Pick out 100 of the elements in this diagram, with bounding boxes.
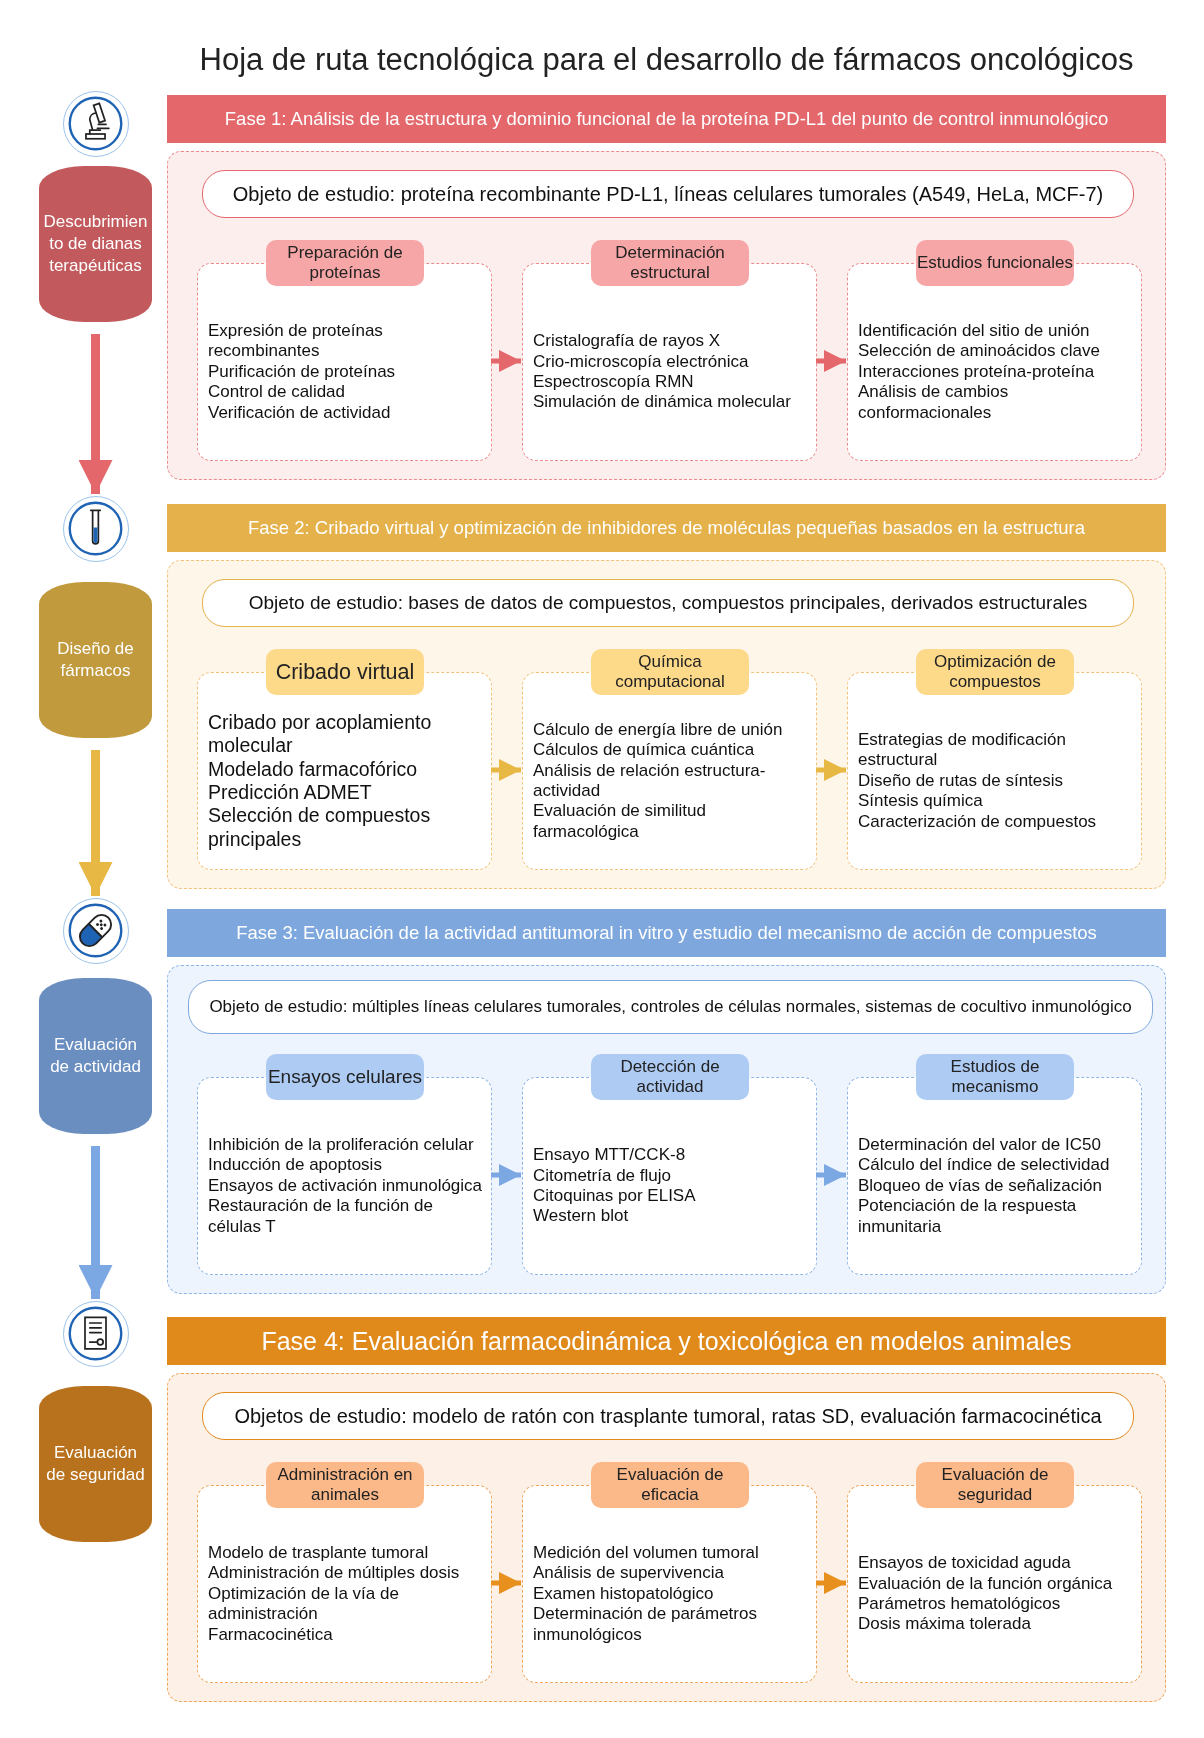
step-item: Interacciones proteína-proteína [858,361,1096,383]
stage-label: Evaluación de actividad [49,1033,142,1078]
step-item: Dosis máxima tolerada [858,1614,1032,1635]
objective-text: Objeto de estudio: múltiples líneas celulares tumorales, controles de células normales, sistemas de cocultivo inmunológico [209,996,1132,1018]
step-tag: Evaluación de seguridad [916,1462,1074,1508]
step-item: Evaluación de la función orgánica [858,1573,1114,1594]
objective-pill [202,579,1134,627]
arrow [78,1146,113,1299]
arrow [491,759,521,781]
step-item: Cristalografía de rayos X [533,331,722,352]
stage-cylinder [39,978,152,1134]
phase-header-bar [167,1317,1166,1365]
step-item: Western blot [533,1206,630,1227]
step-item: Cribado por acoplamiento molecular [208,710,433,758]
step-item: Síntesis química [858,791,984,812]
step-item: Simulación de dinámica molecular [533,392,792,413]
step-item: Selección de compuestos principales [208,804,432,852]
step-item: Inducción de apoptosis [208,1155,383,1176]
stage-label: Diseño de fármacos [56,637,135,682]
phase-title: Fase 4: Evaluación farmacodinámica y toxicológica en modelos animales [261,1326,1072,1356]
step-item: Predicción ADMET [208,781,373,805]
step-item: Citoquinas por ELISA [533,1186,697,1207]
objective-pill [202,1392,1134,1440]
diagram-title: Hoja de ruta tecnológica para el desarrollo de fármacos oncológicos [198,42,1135,78]
step-item: Cálculo de energía libre de unión [533,719,784,741]
phase-panel [167,1373,1166,1702]
phase-title: Fase 3: Evaluación de la actividad antitumoral in vitro y estudio del mecanismo de acción de compuestos [236,922,1097,944]
step-item: Análisis de cambios conformacionales [858,382,1010,423]
step-item: Crio-microscopía electrónica [533,351,750,372]
arrow [491,1572,521,1594]
step-item: Cálculos de química cuántica [533,740,756,761]
phase-panel [167,560,1166,889]
step-item: Caracterización de compuestos [858,811,1098,832]
phase-title: Fase 1: Análisis de la estructura y dominio funcional de la proteína PD-L1 del punto de control inmunológico [224,108,1109,130]
step-item: Análisis de relación estructura-actividad [533,760,767,802]
step-item: Purificación de proteínas [208,361,397,383]
step-item: Restauración de la función de células T [208,1196,434,1237]
step-tag: Estudios de mecanismo [916,1054,1074,1100]
step-tag: Cribado virtual [266,649,424,695]
step-item: Selección de aminoácidos clave [858,341,1101,362]
step-item: Examen histopatológico [533,1583,715,1605]
step-item: Modelo de trasplante tumoral [208,1543,430,1564]
objective-pill [188,980,1153,1034]
step-tag: Química computacional [591,649,749,695]
step-item: Ensayos de activación inmunológica [208,1175,483,1197]
stage-cylinder [39,1386,152,1542]
step-item: Estrategias de modificación estructural [858,730,1067,771]
phase-header-bar [167,95,1166,143]
stage-label: Descubrimiento de dianas terapéuticas [42,210,149,278]
step-tag: Determinación estructural [591,240,749,286]
objective-text: Objeto de estudio: proteína recombinante PD-L1, líneas celulares tumorales (A549, HeLa, MCF-7) [232,182,1104,206]
step-item: Farmacocinética [208,1624,334,1645]
phase-title: Fase 2: Cribado virtual y optimización de inhibidores de moléculas pequeñas basados en la estructura [247,517,1086,539]
arrow [78,750,113,896]
step-tag: Evaluación de eficacia [591,1462,749,1508]
step-item: Medición del volumen tumoral [533,1543,760,1564]
step-item: Potenciación de la respuesta inmunitaria [858,1196,1078,1237]
phase-header-bar [167,504,1166,552]
arrow [491,350,521,372]
step-item: Administración de múltiples dosis [208,1563,461,1584]
step-item: Evaluación de similitud farmacológica [533,801,707,843]
step-item: Espectroscopía RMN [533,372,695,393]
arrow [816,759,846,781]
step-tag: Ensayos celulares [266,1054,424,1100]
step-item: Modelado farmacofórico [208,757,419,781]
step-item: Bloqueo de vías de señalización [858,1175,1103,1197]
step-item: Diseño de rutas de síntesis [858,770,1065,792]
phase-header-bar [167,909,1166,957]
objective-pill [202,170,1134,218]
step-item: Análisis de supervivencia [533,1563,725,1584]
arrow [816,1164,846,1186]
objective-text: Objetos de estudio: modelo de ratón con trasplante tumoral, ratas SD, evaluación farmacocinética [234,1404,1102,1428]
step-tag: Estudios funcionales [916,240,1074,286]
step-tag: Administración en animales [266,1462,424,1508]
phase-panel [167,151,1166,480]
step-tag: Detección de actividad [591,1054,749,1100]
step-item: Ensayos de toxicidad aguda [858,1553,1072,1574]
stage-label: Evaluación de seguridad [45,1441,146,1486]
arrow [78,334,113,494]
step-item: Identificación del sitio de unión [858,321,1091,342]
step-tag: Optimización de compuestos [916,649,1074,695]
step-item: Optimización de la vía de administración [208,1583,400,1625]
step-item: Cálculo del índice de selectividad [858,1155,1111,1176]
step-item: Parámetros hematológicos [858,1594,1062,1615]
step-item: Expresión de proteínas recombinantes [208,321,384,362]
step-item: Citometría de flujo [533,1165,672,1186]
step-item: Verificación de actividad [208,402,392,423]
step-item: Determinación del valor de IC50 [858,1135,1102,1156]
arrow [491,1164,521,1186]
arrow [816,1572,846,1594]
step-tag: Preparación de proteínas [266,240,424,286]
stage-cylinder [39,582,152,738]
stage-cylinder [39,166,152,322]
step-item: Determinación de parámetros inmunológicos [533,1604,758,1645]
objective-text: Objeto de estudio: bases de datos de compuestos, compuestos principales, derivados estructurales [248,591,1088,615]
step-item: Control de calidad [208,382,347,403]
step-item: Inhibición de la proliferación celular [208,1135,475,1156]
step-item: Ensayo MTT/CCK-8 [533,1145,687,1166]
arrow [816,350,846,372]
phase-panel [167,965,1166,1294]
